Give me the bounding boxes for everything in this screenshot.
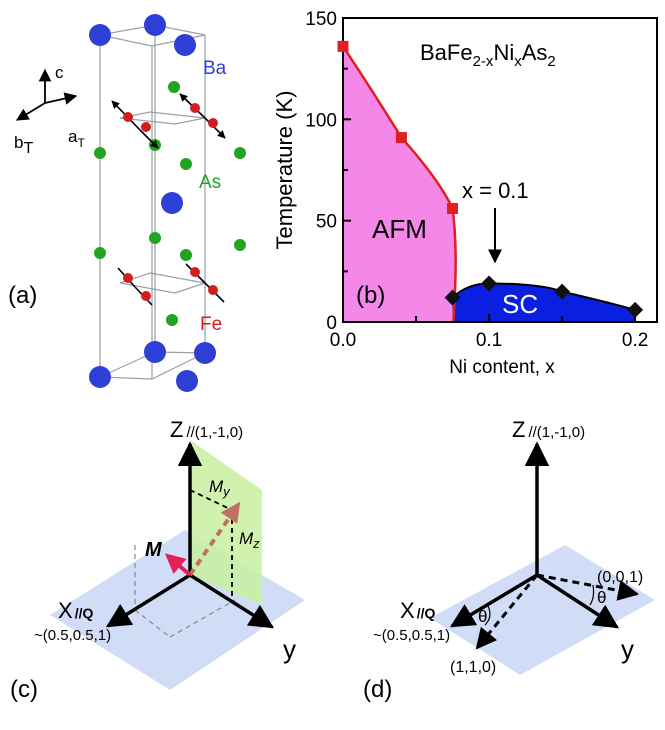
- fe-label: Fe: [200, 314, 222, 335]
- y-axis-c: [189, 573, 275, 629]
- sc-data-point: [481, 275, 498, 292]
- sc-data-point: [554, 283, 571, 300]
- fe-atom: [208, 285, 218, 295]
- as-atom: [168, 81, 180, 93]
- fe-atom: [190, 267, 200, 277]
- fe-atom: [123, 273, 133, 283]
- axis-c-label: c: [55, 63, 64, 82]
- as-label: As: [199, 172, 221, 193]
- panel-d: Z//(1,-1,0) X//Q ~(0.5,0.5,1) y (0,0,1) …: [363, 417, 655, 703]
- x-coord-c: ~(0.5,0.5,1): [34, 627, 111, 644]
- theta-arc-right: [589, 584, 595, 606]
- as-atom: [94, 247, 106, 259]
- x-tick-label: 0.1: [476, 330, 502, 351]
- y-axis-title: Temperature (K): [272, 91, 297, 250]
- theta-arc-left: [484, 605, 491, 626]
- afm-region-label: AFM: [372, 214, 427, 244]
- afm-data-point: [395, 132, 407, 144]
- direction-001-arrow: [536, 573, 640, 601]
- panel-a-label: (a): [8, 282, 37, 309]
- y-tick-label: 100: [305, 110, 337, 131]
- ba-atom: [89, 366, 111, 388]
- panel-c: Z//(1,-1,0) X//Q ~(0.5,0.5,1) y M My Mz …: [10, 417, 305, 703]
- as-atom: [234, 239, 246, 251]
- fe-atom: [141, 122, 151, 132]
- fe-atom: [141, 291, 151, 301]
- y-tick-label: 150: [305, 9, 337, 30]
- fe-atom: [208, 118, 218, 128]
- as-atom: [180, 249, 192, 261]
- direction-001-label: (0,0,1): [597, 569, 643, 586]
- as-atom: [94, 147, 106, 159]
- m-label: M: [145, 539, 163, 561]
- y-axis-d: [536, 573, 620, 629]
- x-axis-c: [105, 573, 191, 628]
- as-atom: [234, 147, 246, 159]
- fe-atom-dots: [123, 103, 218, 301]
- sc-boundary-line: [451, 282, 636, 311]
- panel-a: c bT aT Ba As Fe (a): [8, 14, 246, 392]
- y-label-c: y: [283, 634, 296, 664]
- ba-atom: [144, 341, 166, 363]
- x-axis-d: [449, 573, 538, 628]
- phase-regions: [341, 45, 636, 323]
- as-atoms: [94, 81, 246, 326]
- afm-boundary-line: [341, 45, 457, 323]
- x-tick-label: 0.2: [622, 330, 648, 351]
- moment-dashed-arrow: [188, 501, 241, 577]
- y-tick-label: 50: [316, 212, 337, 233]
- y-label-d: y: [621, 634, 634, 664]
- axis-bt-label: bT: [14, 133, 33, 157]
- ba-atom: [194, 342, 216, 364]
- chart-marks: [337, 40, 644, 318]
- x-coord-d: ~(0.5,0.5,1): [373, 627, 450, 644]
- direction-110-label: (1,1,0): [450, 659, 496, 676]
- sc-data-point: [444, 289, 461, 306]
- y-tick-label: 0: [326, 313, 337, 334]
- ba-atom: [89, 24, 111, 46]
- ba-atom: [161, 192, 183, 214]
- as-atom: [166, 314, 178, 326]
- afm-data-point: [337, 40, 349, 52]
- theta-label-left: θ: [478, 607, 487, 626]
- theta-label-right: θ: [597, 588, 606, 607]
- ba-label: Ba: [203, 58, 227, 79]
- fe-atom: [123, 112, 133, 122]
- x-axis-title: Ni content, x: [449, 357, 555, 378]
- ba-atoms: [89, 14, 216, 392]
- afm-region: [343, 46, 456, 323]
- x-label-d: X//Q: [400, 598, 435, 623]
- fe-atom: [190, 103, 200, 113]
- unit-cell-frame: [99, 24, 206, 380]
- ba-atom: [144, 14, 166, 36]
- ba-atom: [174, 34, 196, 56]
- panel-b-label: (b): [356, 282, 385, 309]
- formula-label: BaFe2-xNixAs2: [420, 40, 556, 70]
- direction-110-arrow: [475, 574, 539, 650]
- mz-label: Mz: [239, 529, 260, 551]
- sc-region-label: SC: [502, 289, 538, 319]
- crystal-axes: [15, 68, 78, 121]
- my-label: My: [209, 477, 231, 499]
- as-atom: [149, 232, 161, 244]
- ba-atom: [176, 370, 198, 392]
- sc-region: [452, 283, 636, 322]
- moment-arrow: [164, 553, 192, 577]
- as-atom: [180, 158, 192, 170]
- chart-axes: 0 50 100 150 0.0 0.1 0.2: [305, 9, 648, 351]
- panel-d-label: (d): [363, 676, 392, 703]
- z-label-c: Z//(1,-1,0): [170, 417, 243, 442]
- z-label-d: Z//(1,-1,0): [512, 417, 585, 442]
- afm-data-point: [447, 203, 459, 215]
- x-tick-label: 0.0: [330, 330, 356, 351]
- spin-arrow: [139, 129, 159, 149]
- x-annotation: x = 0.1: [462, 178, 529, 203]
- sc-data-point: [627, 301, 644, 318]
- panel-c-label: (c): [10, 676, 38, 703]
- x-label-c: X//Q: [58, 598, 93, 623]
- axis-at-label: aT: [68, 127, 85, 150]
